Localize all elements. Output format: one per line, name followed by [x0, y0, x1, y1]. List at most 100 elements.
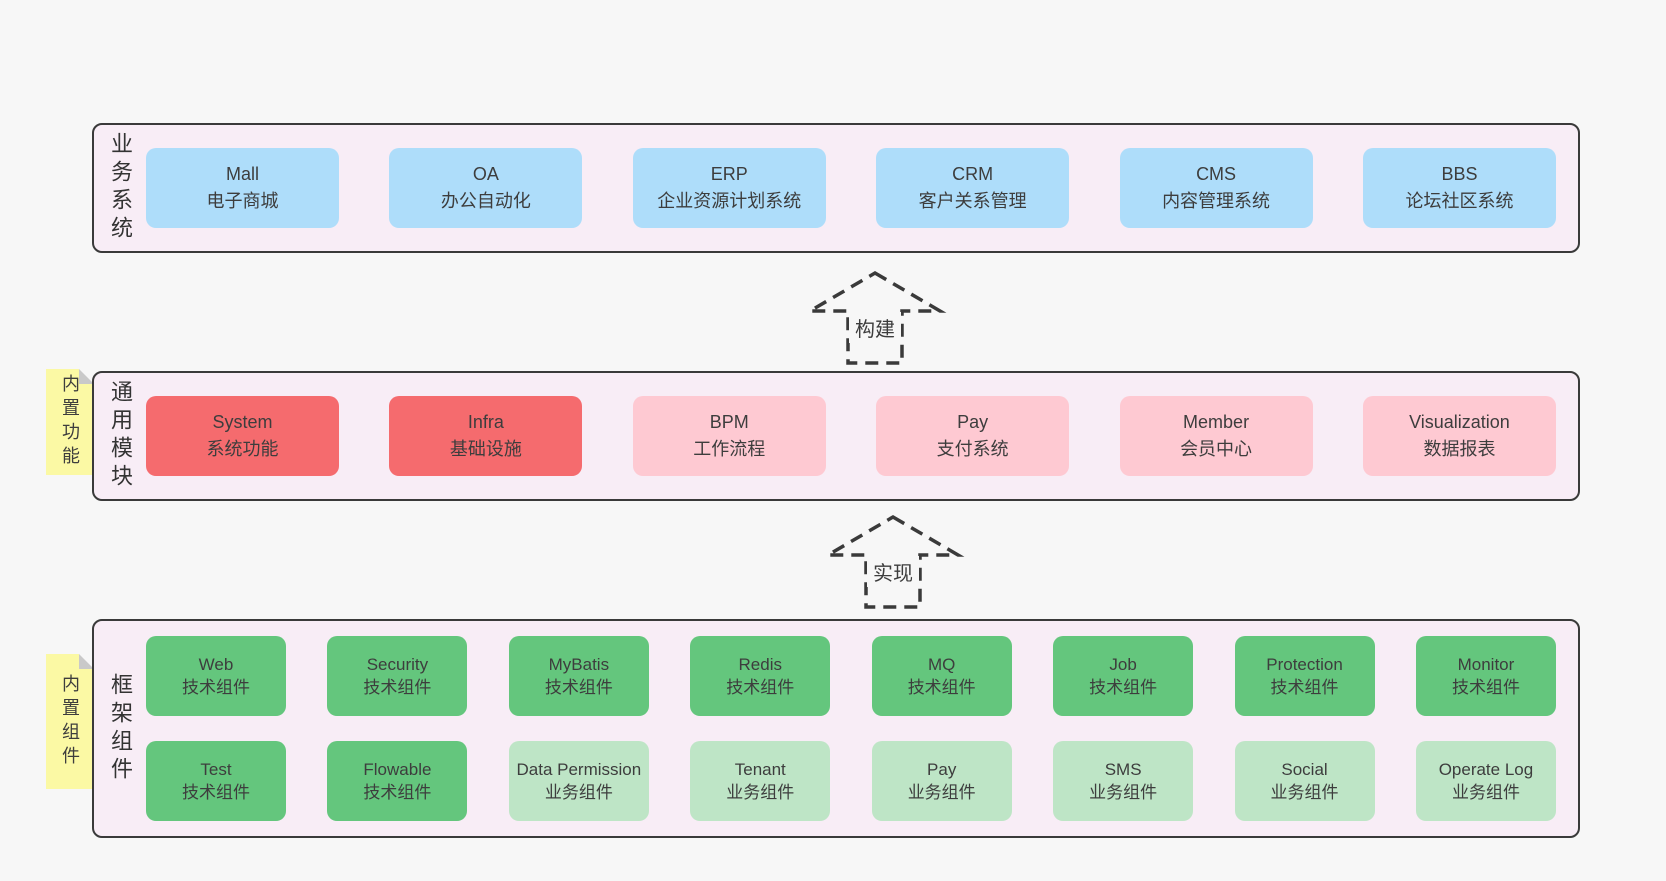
band-label-common-modules: 通用模块 [94, 380, 146, 492]
box-subtitle: 基础设施 [449, 439, 522, 459]
dashed-up-arrow-icon [821, 514, 965, 609]
box-name: Infra [467, 412, 504, 432]
box-web: Web 技术组件 [146, 636, 286, 716]
band-business-systems: 业务系统 Mall 电子商城 OA 办公自动化 ERP 企业资源计划系统 CRM… [92, 123, 1580, 253]
band-label-text: 框架组件 [108, 672, 133, 785]
folded-corner-icon [79, 369, 94, 384]
box-security: Security 技术组件 [327, 636, 468, 716]
box-name: Operate Log [1438, 759, 1534, 779]
box-subtitle: 电子商城 [206, 191, 279, 211]
box-mq: MQ 技术组件 [871, 636, 1012, 716]
box-system: System 系统功能 [146, 396, 339, 476]
box-subtitle: 办公自动化 [440, 191, 531, 211]
sticky-note-label: 内置功能 [60, 374, 80, 470]
box-subtitle: 业务组件 [1089, 783, 1158, 802]
box-data-permission: Data Permission 业务组件 [508, 741, 649, 821]
box-mybatis: MyBatis 技术组件 [508, 636, 649, 716]
box-name: Member [1183, 412, 1250, 432]
box-flowable: Flowable 技术组件 [327, 741, 468, 821]
box-erp: ERP 企业资源计划系统 [632, 148, 826, 228]
box-name: MQ [927, 654, 956, 674]
box-monitor: Monitor 技术组件 [1415, 636, 1556, 716]
box-tenant: Tenant 业务组件 [690, 741, 831, 821]
box-name: CRM [952, 164, 994, 184]
box-pay: Pay 支付系统 [876, 396, 1070, 476]
box-name: ERP [710, 164, 748, 184]
box-cms: CMS 内容管理系统 [1119, 148, 1313, 228]
box-subtitle: 技术组件 [1089, 678, 1158, 697]
arrow-label: 构建 [849, 312, 901, 343]
sticky-note-label: 内置组件 [60, 673, 80, 770]
box-test: Test 技术组件 [146, 741, 286, 821]
box-subtitle: 业务组件 [1451, 783, 1520, 802]
box-name: Pay [927, 759, 957, 779]
box-name: Social [1281, 759, 1328, 779]
box-subtitle: 系统功能 [206, 439, 279, 459]
box-subtitle: 业务组件 [1270, 783, 1339, 802]
box-crm: CRM 客户关系管理 [876, 148, 1070, 228]
box-subtitle: 客户关系管理 [918, 191, 1027, 211]
box-name: Tenant [734, 759, 786, 779]
folded-corner-icon [79, 654, 94, 669]
box-name: BPM [709, 412, 749, 432]
box-subtitle: 数据报表 [1423, 439, 1496, 459]
band-label-text: 通用模块 [108, 380, 133, 492]
common-module-boxes: System 系统功能 Infra 基础设施 BPM 工作流程 Pay 支付系统… [146, 396, 1578, 476]
box-subtitle: 支付系统 [936, 439, 1009, 459]
box-subtitle: 技术组件 [1270, 678, 1339, 697]
sticky-note-built-in-components: 内置组件 [46, 654, 94, 789]
box-subtitle: 技术组件 [726, 678, 795, 697]
box-subtitle: 业务组件 [544, 783, 613, 802]
box-subtitle: 内容管理系统 [1162, 191, 1271, 211]
box-name: System [212, 412, 273, 432]
box-subtitle: 企业资源计划系统 [657, 191, 802, 211]
box-subtitle: 技术组件 [544, 678, 613, 697]
box-name: Mall [225, 164, 259, 184]
band-label-text: 业务系统 [108, 132, 133, 244]
box-mall: Mall 电子商城 [146, 148, 339, 228]
box-bpm: BPM 工作流程 [632, 396, 826, 476]
box-redis: Redis 技术组件 [690, 636, 831, 716]
box-job: Job 技术组件 [1053, 636, 1194, 716]
box-subtitle: 技术组件 [363, 678, 432, 697]
box-name: Flowable [363, 759, 432, 779]
box-subtitle: 技术组件 [182, 678, 250, 697]
box-operate-log: Operate Log 业务组件 [1415, 741, 1556, 821]
business-system-boxes: Mall 电子商城 OA 办公自动化 ERP 企业资源计划系统 CRM 客户关系… [146, 148, 1578, 228]
box-member: Member 会员中心 [1119, 396, 1313, 476]
box-oa: OA 办公自动化 [389, 148, 583, 228]
box-pay-component: Pay 业务组件 [871, 741, 1012, 821]
box-name: Web [198, 654, 234, 674]
band-label-business-systems: 业务系统 [94, 132, 146, 244]
box-name: Pay [957, 412, 989, 432]
band-framework-components: 框架组件 Web 技术组件 Security 技术组件 MyBatis 技术组件… [92, 619, 1580, 838]
box-social: Social 业务组件 [1234, 741, 1375, 821]
box-name: Visualization [1409, 412, 1510, 432]
box-subtitle: 会员中心 [1180, 439, 1253, 459]
box-subtitle: 工作流程 [693, 439, 766, 459]
box-subtitle: 技术组件 [1451, 678, 1520, 697]
band-common-modules: 通用模块 System 系统功能 Infra 基础设施 BPM 工作流程 Pay… [92, 371, 1580, 501]
box-name: Job [1109, 654, 1137, 674]
box-name: Security [366, 654, 429, 674]
box-subtitle: 论坛社区系统 [1405, 191, 1514, 211]
technical-components-row: Web 技术组件 Security 技术组件 MyBatis 技术组件 Redi… [146, 636, 1556, 716]
box-subtitle: 技术组件 [182, 783, 250, 802]
band-label-framework-components: 框架组件 [94, 673, 146, 785]
box-name: Data Permission [516, 759, 642, 779]
box-name: BBS [1441, 164, 1478, 184]
box-subtitle: 业务组件 [726, 783, 795, 802]
box-bbs: BBS 论坛社区系统 [1362, 148, 1556, 228]
box-subtitle: 技术组件 [907, 678, 976, 697]
box-name: Monitor [1457, 654, 1515, 674]
box-subtitle: 业务组件 [907, 783, 976, 802]
box-name: CMS [1196, 164, 1237, 184]
box-infra: Infra 基础设施 [389, 396, 583, 476]
arrow-implement: 实现 [818, 514, 968, 610]
arrow-build: 构建 [800, 270, 950, 366]
sticky-note-built-in-features: 内置功能 [46, 369, 94, 475]
box-protection: Protection 技术组件 [1234, 636, 1375, 716]
box-name: Redis [738, 654, 782, 674]
business-components-row: Test 技术组件 Flowable 技术组件 Data Permission … [146, 741, 1556, 821]
box-name: MyBatis [548, 654, 610, 674]
